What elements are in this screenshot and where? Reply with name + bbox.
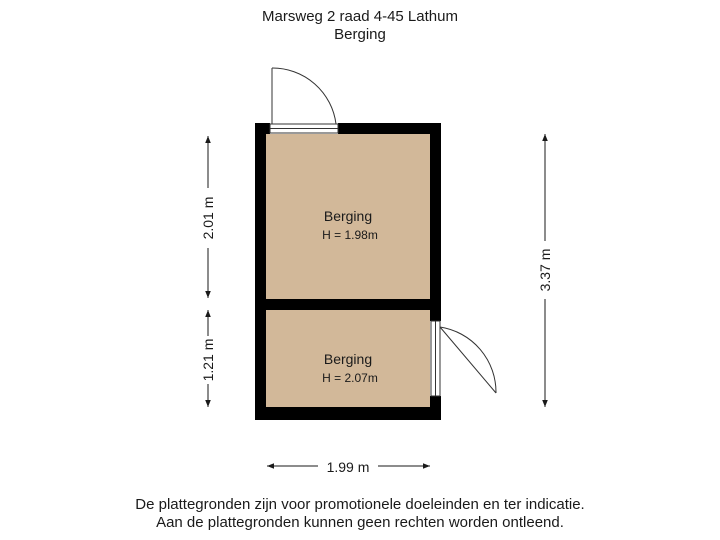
right-door-swing xyxy=(439,326,497,394)
top-door xyxy=(269,67,339,134)
room-floor-bottom xyxy=(266,310,430,407)
disclaimer-line-1: De plattegronden zijn voor promotionele … xyxy=(135,496,585,513)
room-name-top: Berging xyxy=(324,208,372,224)
wall-left xyxy=(255,123,266,420)
room-height-bottom: H = 2.07m xyxy=(322,371,378,385)
dimension-left-top-label: 2.01 m xyxy=(200,197,216,240)
top-door-swing xyxy=(271,67,337,125)
right-door-leaf xyxy=(439,326,497,394)
right-door xyxy=(430,320,497,397)
wall-right-upper xyxy=(430,123,441,321)
walls xyxy=(255,123,441,420)
wall-bottom xyxy=(255,407,441,420)
wall-middle xyxy=(255,299,441,310)
room-height-top: H = 1.98m xyxy=(322,228,378,242)
wall-top-right xyxy=(338,123,441,134)
wall-top-left xyxy=(255,123,270,134)
dimension-left-bottom-label: 1.21 m xyxy=(200,339,216,382)
room-floor-top xyxy=(266,134,430,299)
dimension-right-label: 3.37 m xyxy=(537,249,553,292)
plan-address-title: Marsweg 2 raad 4-45 Lathum xyxy=(262,8,458,25)
plan-floor-title: Berging xyxy=(334,26,386,43)
dimension-bottom-label: 1.99 m xyxy=(327,459,370,475)
room-name-bottom: Berging xyxy=(324,351,372,367)
disclaimer-line-2: Aan de plattegronden kunnen geen rechten… xyxy=(156,514,564,531)
